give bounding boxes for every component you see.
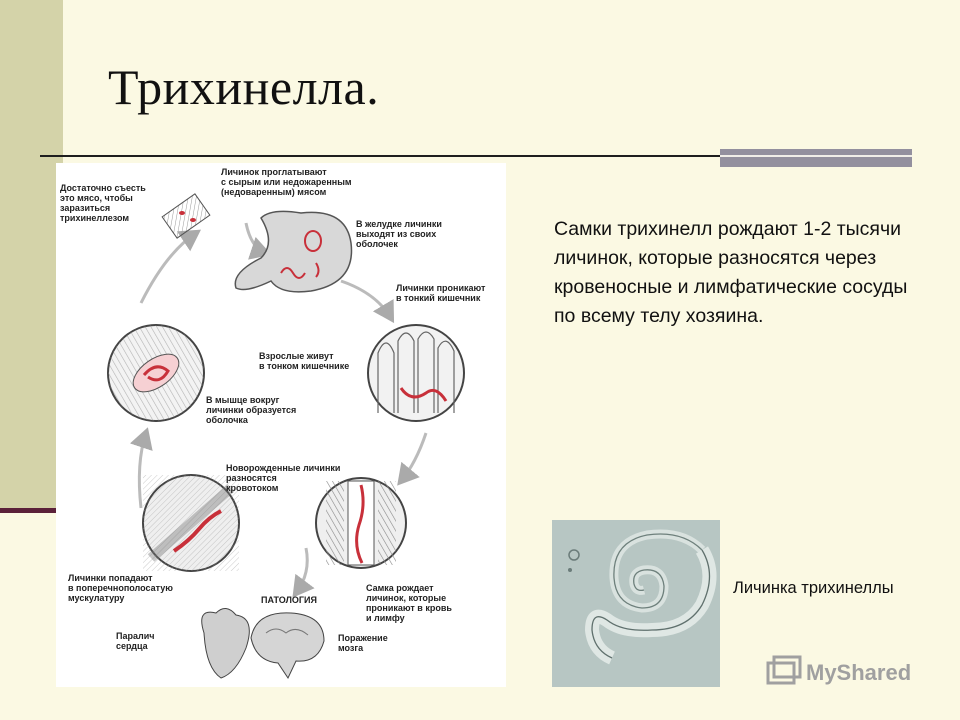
- larva-photo: [552, 520, 720, 687]
- brain-icon: [250, 612, 325, 680]
- slide-title: Трихинелла.: [108, 59, 380, 115]
- stomach-icon: [234, 210, 353, 293]
- label-stomach: В желудке личинки выходят из своих оболо…: [356, 219, 442, 249]
- watermark-text: MyShared: [806, 660, 912, 685]
- blood-vessel-icon: [315, 477, 407, 569]
- description-text: Самки трихинелл рождают 1-2 тысячи личин…: [554, 218, 908, 327]
- intestine-icon: [367, 324, 465, 422]
- label-capsule: В мышце вокруг личинки образуется оболоч…: [206, 395, 297, 425]
- cycle-arrows: [129, 222, 428, 598]
- label-muscle: Личинки попадают в поперечнополосатую му…: [68, 573, 173, 603]
- sidebar-accent: [0, 508, 58, 513]
- sidebar-band: [0, 0, 63, 512]
- label-swallow: Личинок проглатывают с сырым или недожар…: [221, 167, 352, 197]
- heart-icon: [201, 608, 250, 679]
- label-adults: Взрослые живут в тонком кишечнике: [259, 351, 350, 371]
- larva-micrograph: [568, 529, 717, 665]
- title-rule-accent: [720, 149, 912, 167]
- label-pathology: ПАТОЛОГИЯ: [261, 595, 317, 605]
- title-rule: [40, 155, 720, 157]
- photo-caption: Личинка трихинеллы: [733, 579, 894, 597]
- life-cycle-illustration: [107, 193, 465, 680]
- label-heart: Паралич сердца: [116, 631, 155, 651]
- label-newborn: Новорожденные личинки разносятся кровото…: [226, 463, 341, 493]
- muscle-fiber-icon: [142, 474, 240, 572]
- label-intestine-enter: Личинки проникают в тонкий кишечник: [396, 283, 486, 303]
- watermark-logo-icon: [766, 655, 802, 685]
- label-brain: Поражение мозга: [338, 633, 388, 653]
- meat-icon: [161, 193, 211, 239]
- muscle-capsule-icon: [107, 324, 205, 422]
- label-female: Самка рождает личинок, которые проникают…: [366, 583, 452, 623]
- life-cycle-diagram: Достаточно съесть это мясо, чтобы зарази…: [56, 163, 506, 687]
- label-eat-meat: Достаточно съесть это мясо, чтобы зарази…: [60, 183, 146, 223]
